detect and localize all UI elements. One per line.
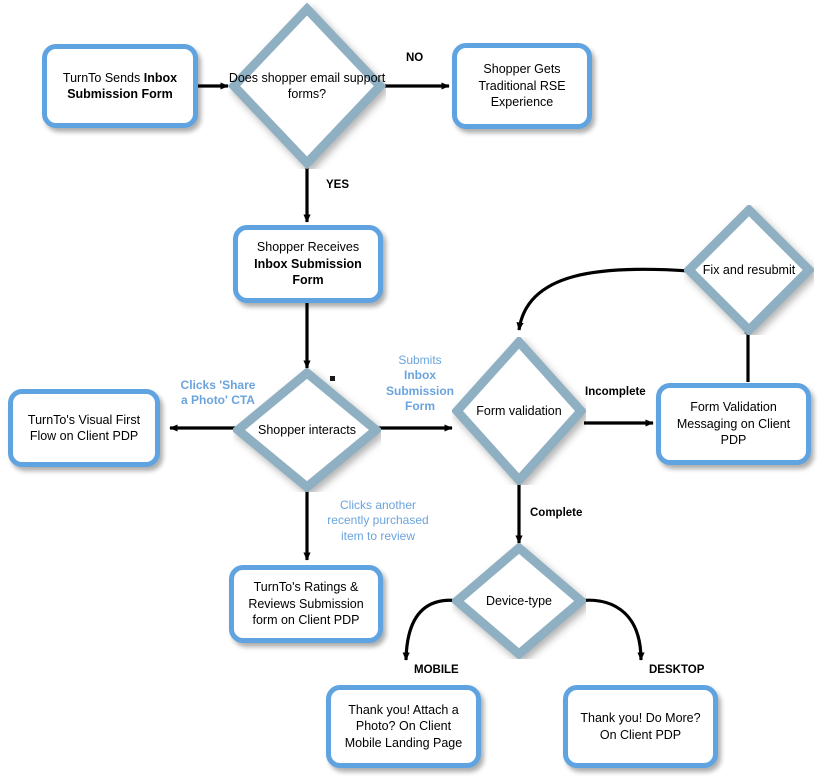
diamond-shape — [452, 543, 586, 659]
node-turnto-visual-first-flow[interactable]: TurnTo's Visual First Flow on Client PDP — [8, 389, 160, 467]
node-turnto-ratings-reviews-submission-form[interactable]: TurnTo's Ratings & Reviews Submission fo… — [229, 565, 383, 643]
node-label: Thank you! Do More? On Client PDP — [580, 711, 701, 742]
diamond-shape — [228, 3, 386, 169]
node-label: Shopper Gets Traditional RSE Experience — [478, 62, 566, 110]
edge-label-mobile: MOBILE — [414, 664, 459, 676]
edge-label-desktop: DESKTOP — [649, 664, 705, 676]
node-thank-you-desktop[interactable]: Thank you! Do More? On Client PDP — [563, 685, 718, 768]
edge-label-yes: YES — [326, 179, 350, 191]
node-turnto-sends-inbox-submission-form[interactable]: TurnTo Sends Inbox Submission Form — [42, 44, 198, 128]
node-form-validation-messaging[interactable]: Form Validation Messaging on Client PDP — [656, 383, 811, 465]
node-shopper-receives-inbox-submission-form[interactable]: Shopper Receives Inbox Submission Form — [233, 225, 383, 303]
edge-label-submits-inbox-submission-form: Submits Inbox Submission Form — [385, 353, 454, 414]
diamond-shape — [233, 368, 381, 492]
node-label: Thank you! Attach a Photo? On Client Mob… — [344, 702, 463, 750]
node-label: Form Validation Messaging on Client PDP — [676, 400, 791, 448]
diamond-shape — [684, 205, 814, 335]
node-label: TurnTo Sends Inbox Submission Form — [62, 70, 178, 102]
diamond-edge-tick — [330, 376, 335, 381]
node-label: TurnTo's Visual First Flow on Client PDP — [27, 412, 141, 444]
edge-devicetype-desktop — [577, 598, 645, 661]
node-form-validation[interactable]: Form validation — [452, 337, 586, 485]
node-label: Shopper Receives Inbox Submission Form — [254, 240, 362, 288]
edge-fixresubmit-to-formvalidation — [516, 267, 691, 331]
node-does-shopper-email-support-forms[interactable]: Does shopper email support forms? — [228, 3, 386, 169]
diamond-shape — [452, 337, 586, 485]
edge-label-clicks-another-recently-purchased-item: Clicks another recently purchased item t… — [327, 498, 429, 543]
node-shopper-gets-traditional-rse-experience[interactable]: Shopper Gets Traditional RSE Experience — [452, 43, 592, 129]
node-fix-and-resubmit[interactable]: Fix and resubmit — [684, 205, 814, 335]
node-device-type[interactable]: Device-type — [452, 543, 586, 659]
edge-label-complete: Complete — [530, 507, 583, 519]
edge-label-clicks-share-a-photo-cta: Clicks 'Share a Photo' CTA — [180, 378, 256, 408]
edge-label-no: NO — [406, 52, 424, 64]
edge-label-incomplete: Incomplete — [585, 386, 646, 398]
node-thank-you-mobile[interactable]: Thank you! Attach a Photo? On Client Mob… — [326, 685, 481, 768]
node-label: TurnTo's Ratings & Reviews Submission fo… — [248, 580, 364, 628]
